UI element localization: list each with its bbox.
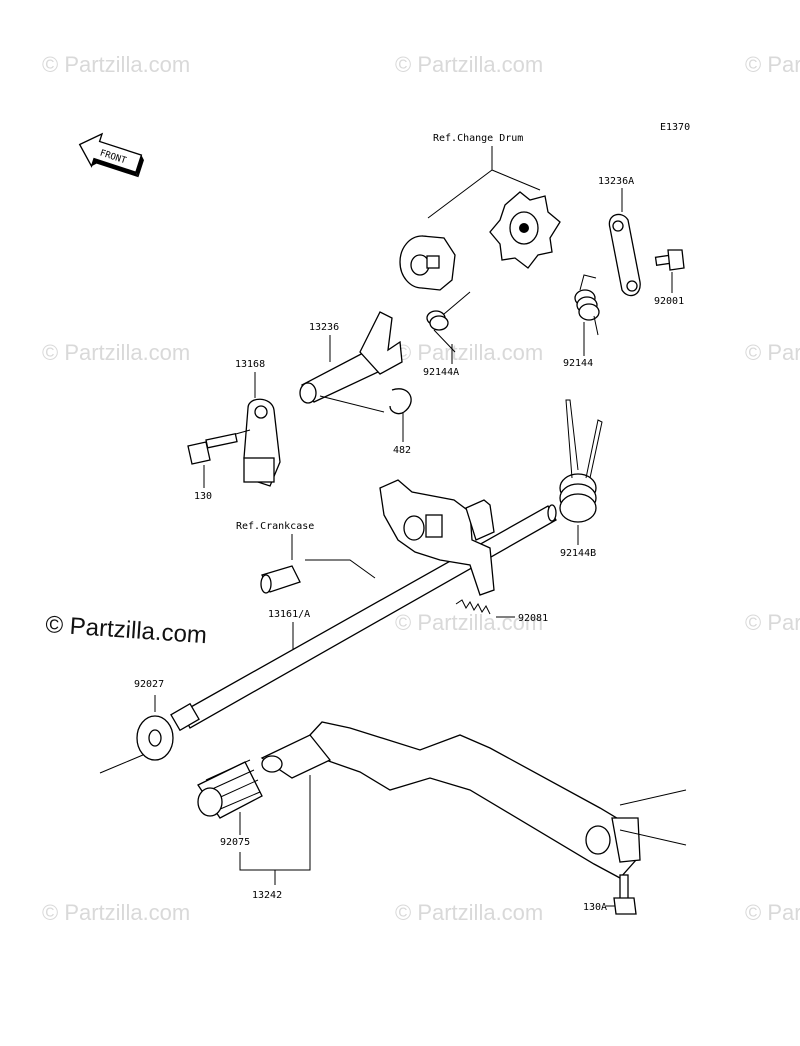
label-13236: 13236 [309,322,339,333]
change-drum-star [489,191,561,269]
watermark: © Partzilla.com [42,900,190,925]
label-13242: 13242 [252,890,282,901]
part-92001-bolt [654,249,685,271]
watermark: © Partzilla.com [395,900,543,925]
part-13161-shift-shaft [170,479,557,732]
label-92081: 92081 [518,613,548,624]
watermark: © Partzilla.com [395,610,543,635]
label-92027: 92027 [134,679,164,690]
part-130A-bolt [613,874,637,915]
leader-change-drum [427,146,541,219]
leader-482 [319,395,404,442]
front-arrow-icon: FRONT [78,132,144,178]
leader-pedal-end [619,789,687,846]
part-482-circlip [389,388,412,415]
part-92144-spring [574,274,600,336]
part-92081-spring [455,599,491,615]
watermark: © Partzilla.com [745,900,800,925]
label-ref-change-drum: Ref.Change Drum [433,133,523,144]
label-ref-crankcase: Ref.Crankcase [236,521,314,532]
label-13161A: 13161/A [268,609,310,620]
label-92144A: 92144A [423,367,459,378]
part-13168-lever [243,398,281,487]
label-130: 130 [194,491,212,502]
part-13236-shaft [299,311,403,404]
watermark: © Partzilla.com [395,340,543,365]
leader-crankcase [291,534,376,579]
watermark: © Partzilla.com [745,340,800,365]
part-13236A-plate [608,213,641,297]
watermark: © Partzilla.com [395,52,543,77]
label-130A: 130A [583,902,607,913]
watermark: © Partzilla.com [745,52,800,77]
part-pedal-rubber [260,734,332,779]
watermark: © Partzilla.com [42,52,190,77]
watermark-main: © Partzilla.com [45,611,208,649]
part-92144B-spring [559,399,603,523]
change-drum-cam [399,235,456,291]
diagram-code: E1370 [660,122,690,133]
part-92075-footpeg-rubber [197,759,263,819]
part-130-bolt [187,432,238,465]
watermark: © Partzilla.com [42,340,190,365]
label-482: 482 [393,445,411,456]
part-crankcase-pin [260,565,301,594]
label-92144: 92144 [563,358,593,369]
leader-13242 [239,775,311,885]
label-92001: 92001 [654,296,684,307]
part-92027-washer [136,715,174,761]
watermarks: © Partzilla.com © Partzilla.com © Partzi… [42,52,800,925]
leader-92027 [99,695,156,774]
watermark: © Partzilla.com [745,610,800,635]
part-92144A-spring [426,291,471,353]
label-92144B: 92144B [560,548,596,559]
label-92075: 92075 [220,837,250,848]
label-13236A: 13236A [598,176,634,187]
part-13242-shift-pedal [309,721,641,879]
label-13168: 13168 [235,359,265,370]
